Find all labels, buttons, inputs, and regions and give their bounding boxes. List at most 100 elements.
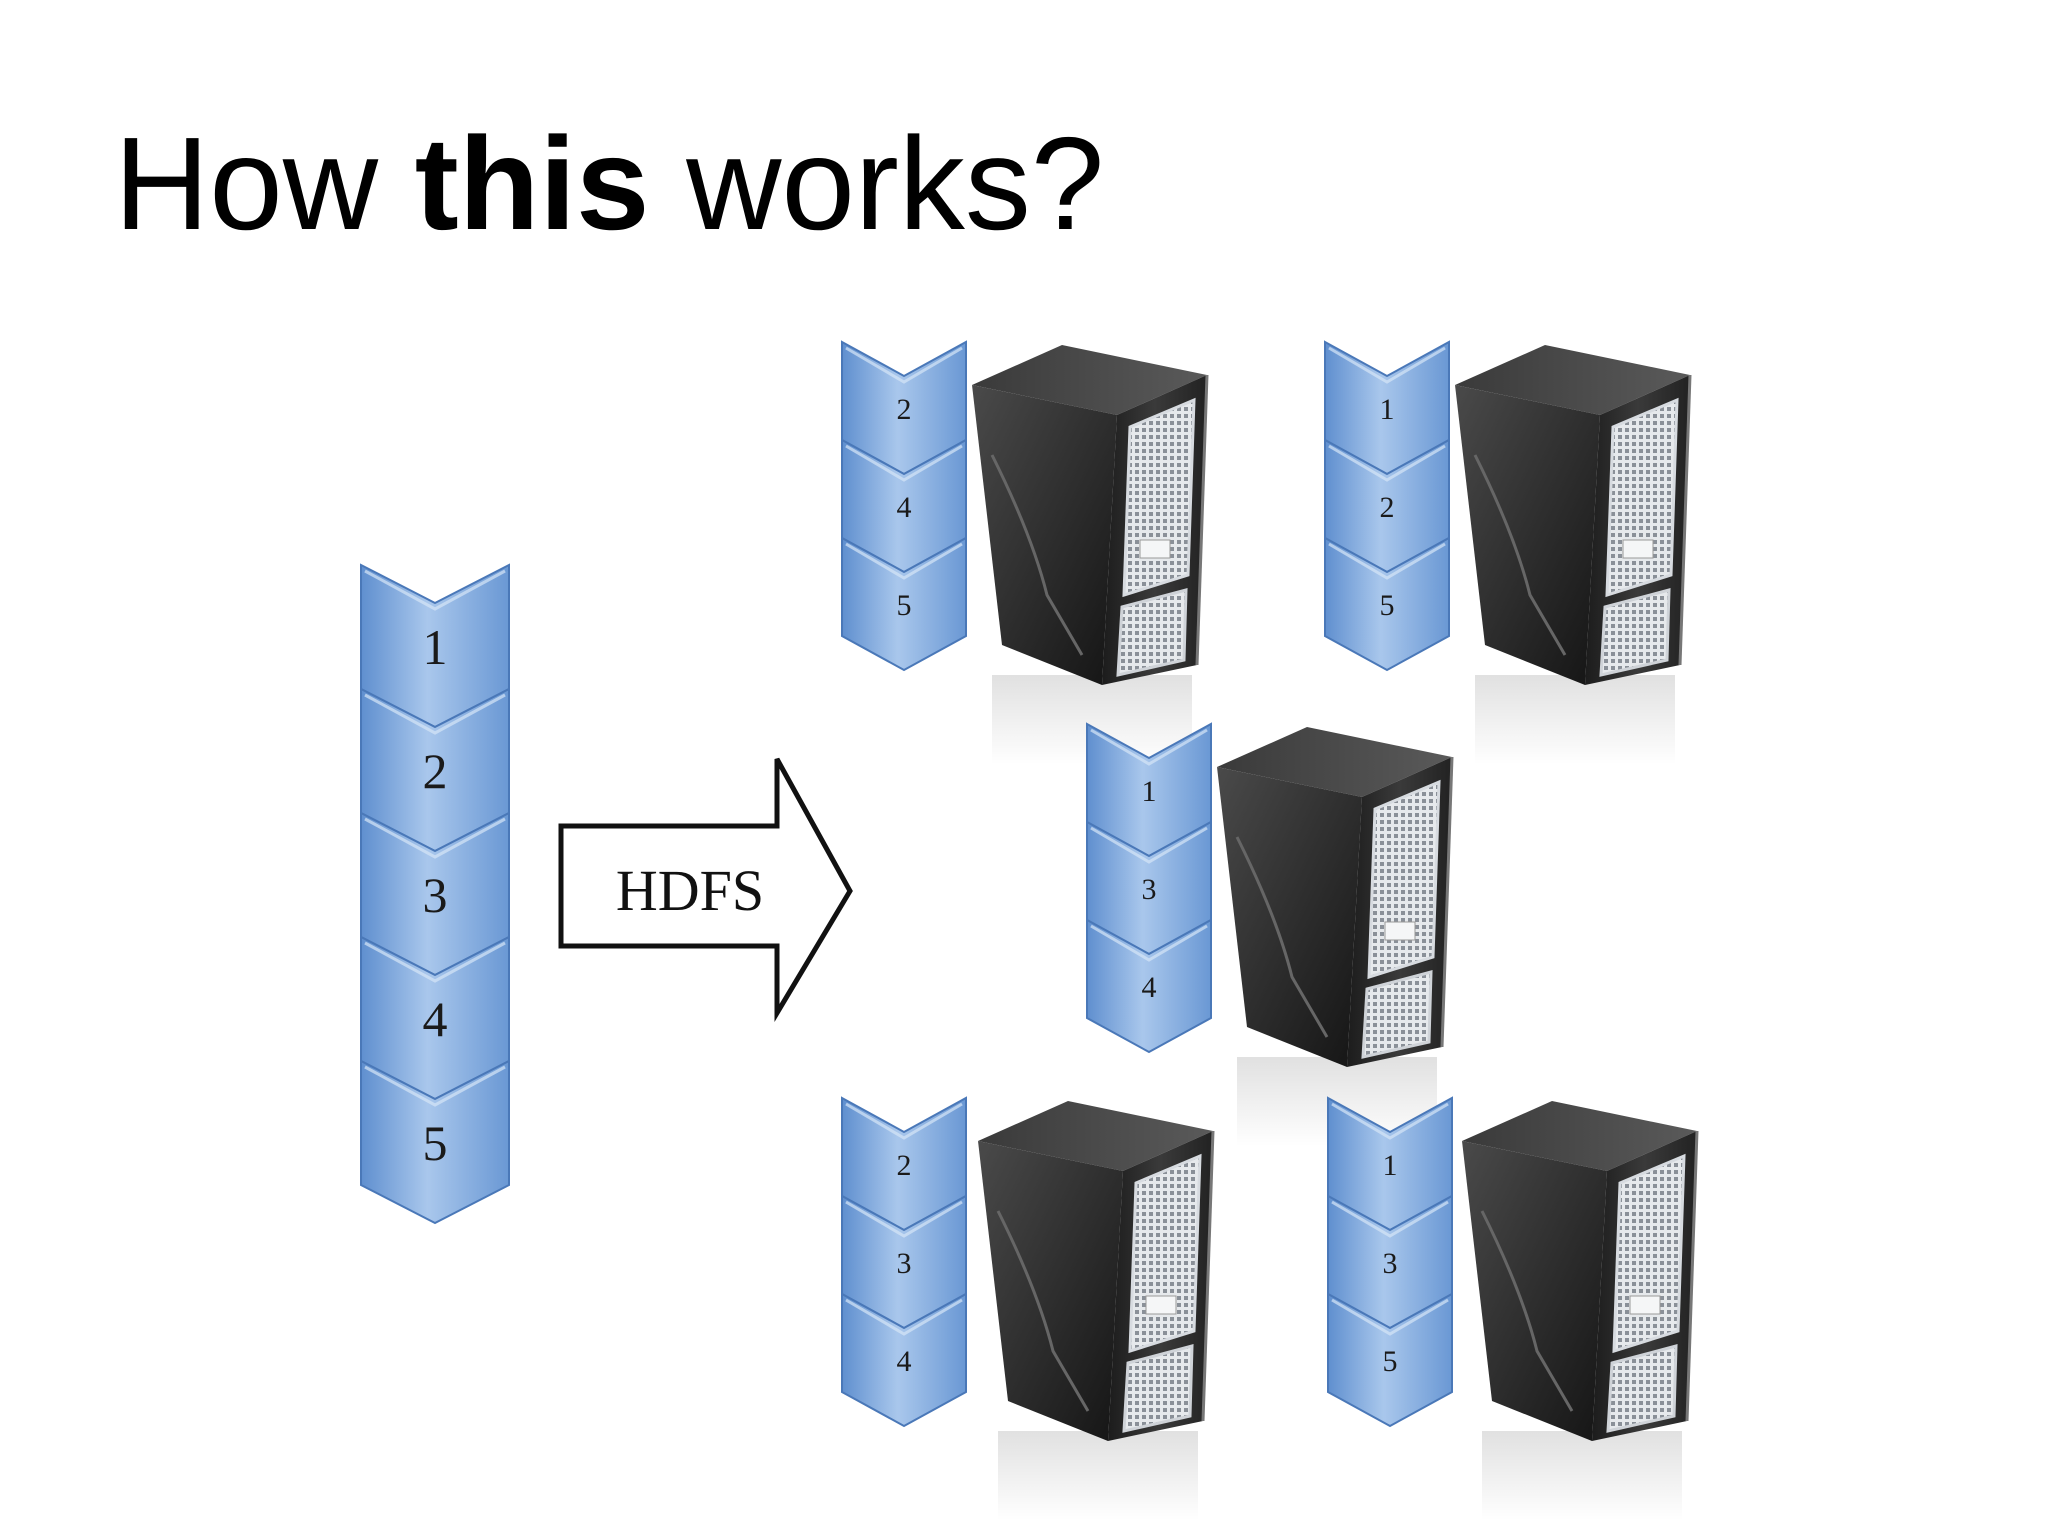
server-2-block-highlight [1328, 444, 1446, 482]
server-5-block-highlight [1331, 1298, 1449, 1336]
file-block-5 [360, 1059, 510, 1225]
server-1-block-label: 5 [897, 589, 912, 622]
title-word-this: this [414, 110, 650, 257]
server-3-block-highlight [1090, 826, 1208, 864]
server-reflection [1475, 675, 1675, 765]
file-block-label: 2 [423, 743, 448, 799]
server-nodes: 2 4 5 1 2 5 1 3 4 2 3 4 1 3 5 [841, 340, 1699, 1521]
server-2-stack: 1 2 5 [1324, 340, 1450, 672]
server-edge [1195, 374, 1209, 666]
server-3-block-4 [1086, 918, 1212, 1054]
server-side [1455, 385, 1600, 685]
server-2-block-label: 5 [1380, 589, 1395, 622]
server-node-3: 1 3 4 [1086, 722, 1454, 1147]
server-reflection [1482, 1431, 1682, 1521]
server-5-block-label: 1 [1383, 1149, 1398, 1182]
title-word-works: works? [686, 110, 1105, 257]
server-tower-5 [1462, 1101, 1699, 1521]
server-front-mesh [1122, 397, 1196, 598]
server-3-block-label: 3 [1142, 873, 1157, 906]
server-1-block-highlight [845, 444, 963, 482]
server-node-5: 1 3 5 [1327, 1096, 1699, 1521]
server-tower-3 [1217, 727, 1454, 1147]
server-top [972, 345, 1207, 415]
server-2-block-label: 2 [1380, 491, 1395, 524]
server-side-groove [1480, 1210, 1574, 1412]
server-side-groove [1235, 836, 1329, 1038]
server-front-mesh [1605, 397, 1679, 598]
server-edge [1678, 374, 1692, 666]
server-side-groove [1473, 454, 1567, 656]
server-5-block-label: 5 [1383, 1345, 1398, 1378]
server-side [972, 385, 1117, 685]
file-block-label: 1 [423, 619, 448, 675]
server-3-block-label: 4 [1142, 971, 1157, 1004]
server-tower-4 [978, 1101, 1215, 1521]
server-edge [1685, 1130, 1699, 1422]
server-1-block-highlight [845, 542, 963, 580]
slide-title: How this works? [114, 118, 1104, 250]
server-edge [1201, 1130, 1215, 1422]
server-node-1: 2 4 5 [841, 340, 1209, 765]
server-5-block-label: 3 [1383, 1247, 1398, 1280]
server-tower-1 [972, 345, 1209, 765]
server-3-block-highlight [1090, 924, 1208, 962]
server-bottom-vent [1361, 970, 1433, 1059]
server-5-stack: 1 3 5 [1327, 1096, 1453, 1428]
server-edge [1440, 756, 1454, 1048]
server-drive-bay [1384, 921, 1416, 941]
server-bottom-vent [1599, 588, 1671, 677]
server-1-block-label: 4 [897, 491, 912, 524]
server-side-groove [990, 454, 1084, 656]
server-bottom-vent [1122, 1344, 1194, 1433]
server-5-block-5 [1327, 1292, 1453, 1428]
server-4-block-label: 4 [897, 1345, 912, 1378]
server-side [978, 1141, 1123, 1441]
server-3-block-highlight [1090, 728, 1208, 766]
server-drive-bay [1629, 1295, 1661, 1315]
server-2-block-highlight [1328, 346, 1446, 384]
server-side [1217, 767, 1362, 1067]
file-block-highlight [364, 569, 506, 611]
file-block-highlight [364, 941, 506, 983]
server-2-block-5 [1324, 536, 1450, 672]
server-2-block-label: 1 [1380, 393, 1395, 426]
server-node-4: 2 3 4 [841, 1096, 1215, 1521]
server-5-block-highlight [1331, 1102, 1449, 1140]
server-5-block-highlight [1331, 1200, 1449, 1238]
hdfs-arrow-shape [558, 757, 853, 1023]
server-4-block-label: 3 [897, 1247, 912, 1280]
server-bottom-vent [1116, 588, 1188, 677]
server-4-block-highlight [845, 1200, 963, 1238]
file-block-label: 4 [423, 991, 448, 1047]
server-4-stack: 2 3 4 [841, 1096, 967, 1428]
server-top [978, 1101, 1213, 1171]
file-block-label: 3 [423, 867, 448, 923]
server-bottom-vent [1606, 1344, 1678, 1433]
server-drive-bay [1145, 1295, 1177, 1315]
server-top [1455, 345, 1690, 415]
server-1-block-label: 2 [897, 393, 912, 426]
file-block-highlight [364, 1065, 506, 1107]
server-4-block-highlight [845, 1298, 963, 1336]
server-4-block-label: 2 [897, 1149, 912, 1182]
hdfs-arrow-label: HDFS [616, 858, 764, 923]
file-block-highlight [364, 693, 506, 735]
file-block-highlight [364, 817, 506, 859]
server-side-groove [996, 1210, 1090, 1412]
server-1-block-highlight [845, 346, 963, 384]
title-word-how: How [114, 110, 379, 257]
server-top [1462, 1101, 1697, 1171]
server-1-stack: 2 4 5 [841, 340, 967, 672]
server-front-mesh [1128, 1153, 1202, 1354]
server-front-mesh [1367, 779, 1441, 980]
server-front-mesh [1612, 1153, 1686, 1354]
server-4-block-highlight [845, 1102, 963, 1140]
server-drive-bay [1622, 539, 1654, 559]
server-top [1217, 727, 1452, 797]
server-side [1462, 1141, 1607, 1441]
server-3-block-label: 1 [1142, 775, 1157, 808]
